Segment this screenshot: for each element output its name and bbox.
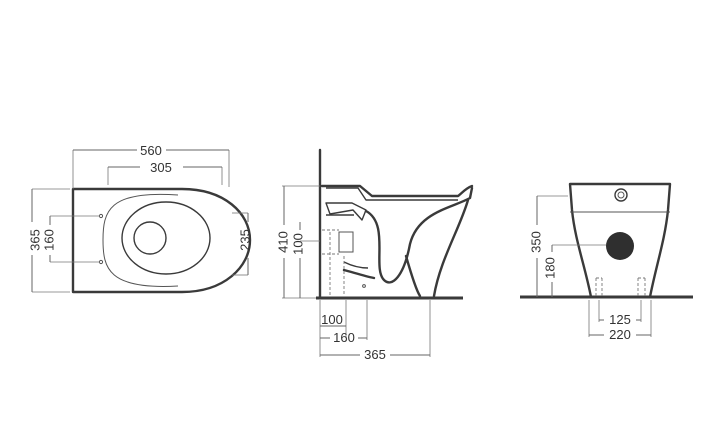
dim-side-offset-160: 160 xyxy=(333,330,355,345)
rear-view-inlet xyxy=(614,188,628,202)
dim-top-inner-width: 305 xyxy=(150,160,172,175)
top-view: 560 305 365 160 235 xyxy=(27,143,252,294)
top-view-bowl xyxy=(121,201,211,275)
dim-side-offset-365: 365 xyxy=(364,347,386,362)
dim-top-fixing-spacing: 160 xyxy=(41,229,56,251)
dim-top-width: 560 xyxy=(140,143,162,158)
dim-rear-inlet-height: 180 xyxy=(542,257,557,279)
rear-view-body xyxy=(568,182,672,299)
dim-side-offset-100: 100 xyxy=(321,312,343,327)
top-view-rim xyxy=(102,193,179,287)
top-view-outline xyxy=(71,187,252,294)
side-view: 410 100 100 160 365 xyxy=(275,148,474,362)
dim-rear-fixing-outer: 220 xyxy=(609,327,631,342)
side-view-outlet xyxy=(338,231,354,253)
dim-rear-fixing-inner: 125 xyxy=(609,312,631,327)
dim-side-height: 410 xyxy=(275,231,290,253)
top-view-water xyxy=(133,221,167,255)
rear-view: 350 180 125 220 xyxy=(520,182,693,342)
side-view-rim xyxy=(320,184,474,198)
dim-top-depth: 365 xyxy=(27,229,42,251)
dim-rear-height: 350 xyxy=(528,231,543,253)
side-view-bowl xyxy=(364,186,474,284)
dim-top-side-depth: 235 xyxy=(237,229,252,251)
dim-side-outlet-height: 100 xyxy=(290,233,305,255)
rear-view-outlet xyxy=(606,232,634,260)
